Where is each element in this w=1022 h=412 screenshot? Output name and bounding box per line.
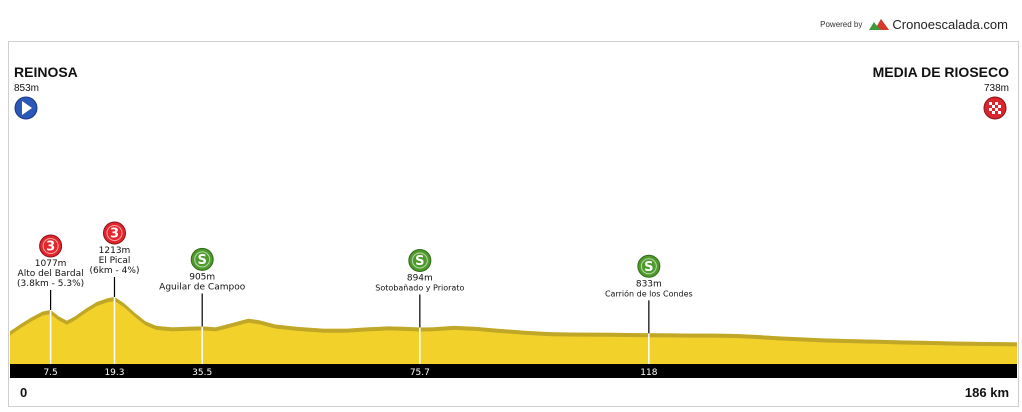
km-tick-label: 118 (640, 368, 657, 378)
start-town: REINOSA (14, 64, 78, 80)
distance-end-label: 186 km (964, 385, 1009, 400)
start-flag-icon (14, 96, 38, 120)
waypoint-altitude: 894m (407, 273, 433, 283)
mountain-logo-icon (869, 19, 890, 30)
waypoint-name: Aguilar de Campoo (159, 282, 246, 292)
badge-ring (42, 237, 59, 254)
km-tick-label: 75.7 (410, 368, 430, 378)
badge-ring (640, 258, 657, 275)
finish-town: MEDIA DE RIOSECO (872, 64, 1009, 80)
waypoint-name: Alto del Bardal (18, 269, 84, 279)
badge-label: 3 (110, 227, 119, 242)
badge-label: S (198, 253, 207, 268)
waypoint-detail: (6km - 4%) (89, 266, 139, 276)
badge-label: S (415, 254, 424, 269)
badge-ring (194, 251, 211, 268)
km-tick-label: 19.3 (104, 368, 124, 378)
badge-ring (411, 252, 428, 269)
waypoint-altitude: 833m (636, 279, 662, 289)
powered-by-label: Powered by (820, 19, 863, 29)
finish-altitude: 738m (983, 83, 1009, 94)
km-tick-label: 35.5 (192, 368, 212, 378)
distance-axis-bar (10, 364, 1017, 378)
distance-start-label: 0 (20, 385, 28, 400)
waypoint-detail: (3.8km - 5.3%) (17, 279, 84, 289)
waypoint-altitude: 1213m (99, 246, 131, 256)
badge-label: S (644, 260, 653, 275)
waypoint-name: El Pical (99, 256, 131, 266)
finish-flag-icon (983, 96, 1007, 120)
waypoint-altitude: 905m (189, 272, 215, 282)
badge-ring (106, 225, 123, 241)
badge-label: 3 (46, 239, 55, 254)
brand-name[interactable]: Cronoescalada.com (892, 16, 1008, 32)
waypoint-altitude: 1077m (35, 259, 67, 269)
km-tick-label: 7.5 (43, 368, 57, 378)
branding: Powered by Cronoescalada.com (820, 14, 1008, 34)
waypoint-name: Sotobañado y Priorato (375, 283, 464, 292)
profile-ridge (10, 297, 1017, 347)
waypoint-name: Carrión de los Condes (605, 288, 693, 298)
start-altitude: 853m (14, 83, 40, 94)
